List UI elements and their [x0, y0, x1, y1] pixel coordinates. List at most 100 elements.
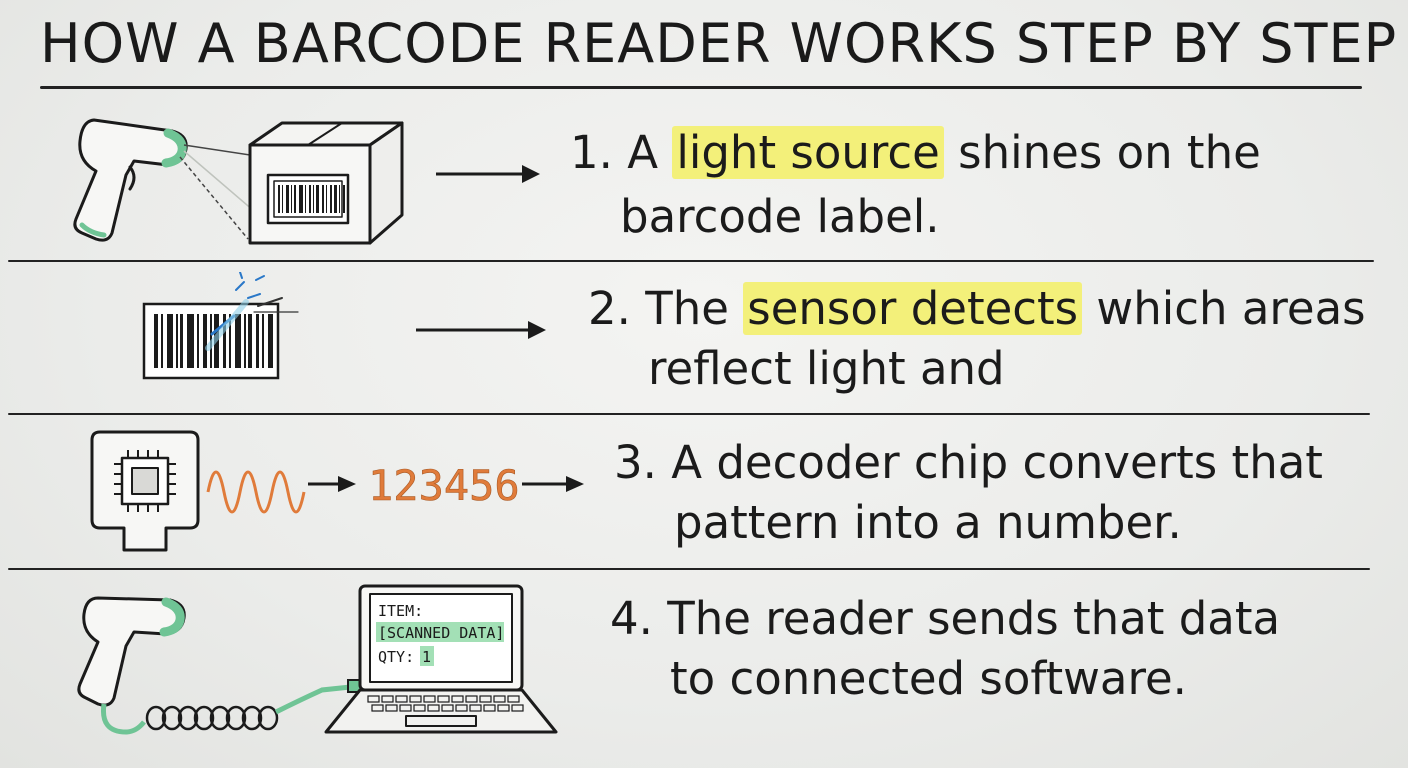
- step1-illustration: [73, 118, 404, 245]
- decoder-chip-icon: [90, 430, 200, 552]
- barcode-bar: [161, 314, 163, 368]
- usb-cable: [274, 683, 361, 715]
- laptop-icon: [324, 584, 558, 734]
- step4-line1: The reader sends that data: [667, 592, 1281, 645]
- barcode-bar: [256, 314, 259, 368]
- step2-pre: The: [645, 282, 729, 335]
- barcode-bar: [154, 314, 158, 368]
- barcode-bar: [176, 314, 178, 368]
- keyboard-key: [381, 695, 394, 703]
- cardboard-box-icon: [248, 121, 404, 245]
- barcode-bar: [262, 314, 264, 368]
- laptop-keyboard: [367, 695, 524, 712]
- decoded-number: 123456: [368, 461, 520, 510]
- barcode-bar: [305, 185, 306, 213]
- title-underline: [40, 86, 1362, 89]
- barcode-bar: [334, 185, 337, 213]
- barcode-bar: [343, 185, 345, 213]
- step3-illustration: 123456: [90, 430, 584, 552]
- keyboard-key: [497, 704, 510, 712]
- step1-highlight: light source: [672, 126, 944, 179]
- qty-highlight: [420, 646, 434, 666]
- keyboard-key: [427, 704, 440, 712]
- keyboard-key: [437, 695, 450, 703]
- step3-number: 3.: [614, 436, 657, 489]
- screen-data-label: [SCANNED DATA]: [378, 624, 504, 642]
- keyboard-key: [493, 695, 506, 703]
- chip-pins: [114, 450, 176, 512]
- arrow-to-number: [308, 476, 356, 492]
- keyboard-key: [367, 695, 380, 703]
- step1-text: 1. A light source shines on the: [570, 124, 1261, 182]
- step2-text: 2. The sensor detects which areas: [588, 280, 1366, 338]
- screen-qty-label: QTY:: [378, 648, 414, 666]
- keyboard-key: [371, 704, 384, 712]
- keyboard-key: [399, 704, 412, 712]
- cable-coils: [145, 705, 279, 731]
- keyboard-key: [511, 704, 524, 712]
- step2-illustration: [142, 272, 299, 380]
- keyboard-key: [395, 695, 408, 703]
- barcode-bar: [167, 314, 173, 368]
- keyboard-key: [409, 695, 422, 703]
- barcode-label-icon: [278, 185, 345, 213]
- barcode-bar: [244, 314, 246, 368]
- row-divider-1: [8, 260, 1374, 262]
- barcode-bar: [235, 314, 241, 368]
- keyboard-key: [413, 704, 426, 712]
- diagram-title: HOW A BARCODE READER WORKS STEP BY STEP: [40, 12, 1398, 75]
- barcode-bar: [180, 314, 183, 368]
- keyboard-key: [483, 704, 496, 712]
- barcode-bar: [282, 185, 283, 213]
- row-divider-3: [8, 568, 1370, 570]
- screen-qty-value: 1: [422, 648, 431, 666]
- step1-pre: A: [627, 126, 659, 179]
- arrow-step2: [416, 321, 546, 339]
- barcode-bar: [326, 185, 327, 213]
- barcode-bar: [309, 185, 311, 213]
- barcode-bar: [248, 314, 252, 368]
- step4-text-line2: to connected software.: [670, 652, 1187, 705]
- barcode-bar: [316, 185, 319, 213]
- barcode-bar: [313, 185, 314, 213]
- keyboard-key: [455, 704, 468, 712]
- step1-text-line2: barcode label.: [620, 190, 940, 243]
- barcode-bar: [229, 314, 231, 368]
- barcode-bar: [223, 314, 226, 368]
- keyboard-key: [385, 704, 398, 712]
- barcode-bar: [286, 185, 289, 213]
- step1-post: shines on the: [958, 126, 1261, 179]
- step3-line1: A decoder chip converts that: [671, 436, 1323, 489]
- step4-illustration: ITEM: [SCANNED DATA] QTY: 1: [77, 584, 558, 735]
- step2-text-line2: reflect light and: [648, 342, 1005, 395]
- sensor-sparkle-icon: [205, 272, 299, 351]
- barcode-scanner-icon: [73, 118, 188, 242]
- step4-text-line1: 4. The reader sends that data: [610, 590, 1280, 648]
- barcode-bar: [322, 185, 324, 213]
- barcode-bar: [294, 185, 296, 213]
- barcode-bar: [339, 185, 340, 213]
- barcode-bar: [330, 185, 332, 213]
- arrow-step1: [436, 165, 540, 183]
- barcode-bar: [268, 314, 273, 368]
- keyboard-key: [479, 695, 492, 703]
- step2-number: 2.: [588, 282, 631, 335]
- step2-post: which areas: [1096, 282, 1366, 335]
- keyboard-key: [469, 704, 482, 712]
- keyboard-key: [465, 695, 478, 703]
- barcode-bar: [291, 185, 292, 213]
- step3-text-line2: pattern into a number.: [674, 496, 1182, 549]
- step3-text-line1: 3. A decoder chip converts that: [614, 434, 1323, 492]
- barcode-bar: [299, 185, 303, 213]
- step4-number: 4.: [610, 592, 653, 645]
- keyboard-key: [423, 695, 436, 703]
- barcode-bar: [197, 314, 199, 368]
- keyboard-key: [451, 695, 464, 703]
- barcode-bar: [203, 314, 207, 368]
- keyboard-key: [507, 695, 520, 703]
- row-divider-2: [8, 413, 1370, 415]
- barcode-bar: [278, 185, 280, 213]
- barcode-bar: [187, 314, 194, 368]
- handheld-scanner-icon: [77, 596, 186, 707]
